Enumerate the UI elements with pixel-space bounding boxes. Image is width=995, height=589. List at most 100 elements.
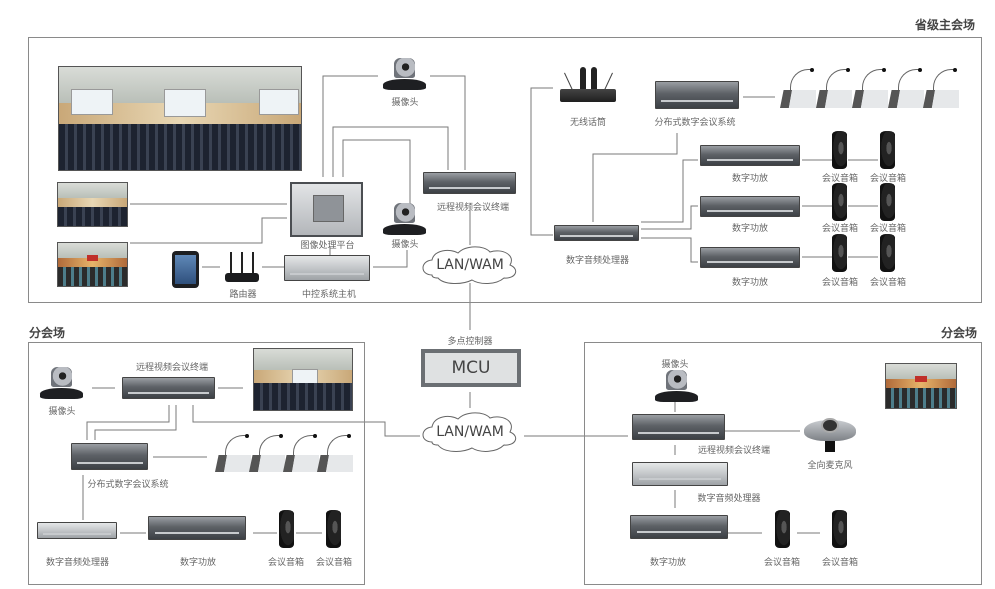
speaker-label: 会议音箱 (869, 174, 906, 184)
digital-amplifier (148, 516, 246, 540)
speaker-icon (832, 234, 847, 272)
conference-room-photo-1 (57, 182, 128, 227)
wireless-microphone-icon (560, 64, 616, 102)
router-label: 路由器 (229, 290, 257, 300)
speaker-icon (775, 510, 790, 548)
speaker-icon (880, 183, 895, 221)
speaker-icon (832, 510, 847, 548)
wire (641, 205, 698, 230)
delegate-microphone-icon (816, 68, 852, 108)
network-cloud-top: LAN/WAM (420, 245, 520, 285)
speaker-icon (880, 234, 895, 272)
branch-left-camera-label: 摄像头 (48, 407, 76, 417)
speaker-label: 会议音箱 (869, 278, 906, 288)
camera-icon (383, 203, 426, 235)
speaker-label: 会议音箱 (821, 224, 858, 234)
distributed-conference-system (71, 443, 148, 470)
wire (641, 237, 698, 263)
router-icon (225, 252, 259, 282)
image-platform-label: 图像处理平台 (300, 241, 355, 251)
delegate-microphone-icon (215, 434, 251, 472)
conference-room-photo-2 (57, 242, 128, 287)
mcu-device: MCU (421, 349, 521, 387)
branch-left-conference-label: 分布式数字会议系统 (87, 480, 169, 490)
speaker-label: 会议音箱 (267, 558, 304, 568)
speaker-label: 会议音箱 (821, 278, 858, 288)
omni-mic-label: 全向麦克风 (807, 461, 853, 471)
distributed-conference-system (655, 81, 739, 109)
delegate-microphone-icon (923, 68, 959, 108)
delegate-microphone-icon (888, 68, 924, 108)
delegate-microphone-icon (852, 68, 888, 108)
branch-room-photo (885, 363, 957, 409)
video-conference-terminal (122, 377, 215, 399)
branch-left-processor-label: 数字音频处理器 (45, 558, 109, 568)
speaker-icon (880, 131, 895, 169)
wire (322, 75, 378, 177)
wire (130, 217, 287, 244)
digital-amplifier (630, 515, 728, 539)
audio-processor-label: 数字音频处理器 (565, 256, 629, 266)
amplifier-label: 数字功放 (731, 174, 768, 184)
wire (641, 159, 698, 223)
main-hall-panel (28, 37, 982, 303)
delegate-microphone-icon (780, 68, 816, 108)
video-conference-terminal (632, 414, 725, 440)
camera-icon (40, 367, 83, 399)
main-hall-title: 省级主会场 (915, 18, 976, 32)
digital-amplifier (700, 247, 800, 268)
central-control-host (284, 255, 370, 281)
branch-left-terminal-label: 远程视频会议终端 (135, 363, 208, 373)
mcu-label: MCU (451, 358, 491, 378)
image-processing-platform (290, 182, 363, 237)
main-hall-photo (58, 66, 302, 171)
camera-icon (655, 370, 698, 402)
branch-left-title: 分会场 (29, 326, 66, 340)
branch-right-processor-label: 数字音频处理器 (697, 494, 761, 504)
amplifier-label: 数字功放 (731, 224, 768, 234)
wire (332, 126, 449, 177)
video-conference-terminal (423, 172, 516, 194)
wire (192, 405, 420, 437)
delegate-microphone-icon (249, 434, 285, 472)
wire (530, 87, 553, 236)
cloud-top-label: LAN/WAM (436, 257, 504, 273)
branch-right-amplifier-label: 数字功放 (649, 558, 686, 568)
branch-right-title: 分会场 (941, 326, 978, 340)
digital-audio-processor (37, 522, 117, 539)
wire (94, 405, 177, 440)
speaker-icon (832, 183, 847, 221)
wire (373, 250, 408, 268)
wireless-mic-label: 无线话筒 (569, 118, 606, 128)
digital-amplifier (700, 145, 800, 166)
central-control-label: 中控系统主机 (301, 290, 356, 300)
digital-audio-processor (632, 462, 728, 486)
video-terminal-label: 远程视频会议终端 (436, 203, 509, 213)
tablet-icon (172, 251, 199, 288)
speaker-icon (326, 510, 341, 548)
camera-icon (383, 58, 426, 90)
branch-right-camera-label: 摄像头 (661, 360, 689, 370)
speaker-label: 会议音箱 (315, 558, 352, 568)
camera-top-label: 摄像头 (391, 98, 419, 108)
delegate-microphone-icon (317, 434, 353, 472)
conference-system-label: 分布式数字会议系统 (654, 118, 736, 128)
speaker-icon (832, 131, 847, 169)
branch-left-panel (28, 342, 365, 585)
branch-right-panel (584, 342, 982, 585)
delegate-microphone-icon (283, 434, 319, 472)
wire (86, 405, 170, 440)
speaker-label: 会议音箱 (821, 558, 858, 568)
network-cloud-bottom: LAN/WAM (420, 411, 520, 453)
wire (430, 75, 466, 170)
digital-audio-processor (554, 225, 639, 241)
branch-left-amplifier-label: 数字功放 (179, 558, 216, 568)
digital-amplifier (700, 196, 800, 217)
speaker-label: 会议音箱 (821, 174, 858, 184)
wire (342, 139, 411, 205)
cloud-bottom-label: LAN/WAM (436, 424, 504, 440)
mcu-caption: 多点控制器 (447, 337, 493, 347)
branch-right-terminal-label: 远程视频会议终端 (697, 446, 770, 456)
camera-mid-label: 摄像头 (391, 240, 419, 250)
